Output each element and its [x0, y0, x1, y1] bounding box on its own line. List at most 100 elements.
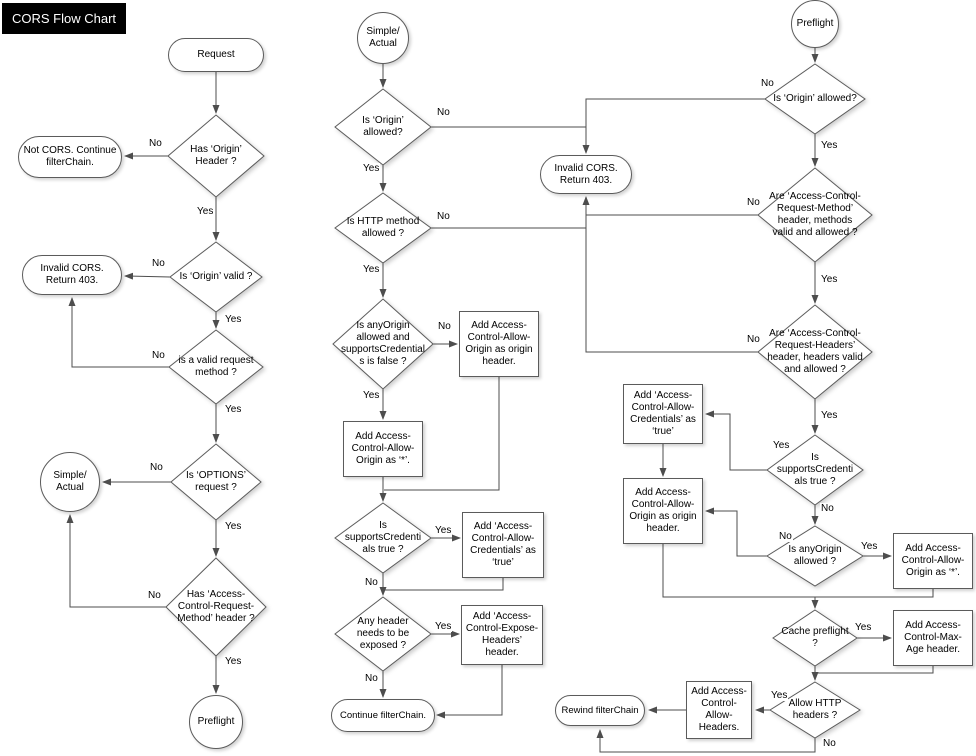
flow-connector [66, 514, 166, 608]
diamond-shape [758, 168, 872, 262]
node-label: Are ‘Access-Control-Request-Method’ head… [769, 191, 861, 238]
decision-origin-allowed-right: Is ‘Origin’ allowed? [765, 64, 865, 134]
decision-acrm-valid-allowed: Are ‘Access-Control-Request-Method’ head… [758, 168, 872, 262]
decision-origin-valid: Is ‘Origin’ valid ? [170, 242, 262, 312]
flow-connector [815, 589, 934, 598]
flow-connector [68, 297, 169, 368]
edge-label-no: No [364, 673, 379, 684]
node-label: Has ‘Access-Control-Request-Method’ head… [177, 589, 255, 624]
diamond-shape [773, 610, 857, 666]
edge-label-no: No [436, 107, 451, 118]
node-label: Any header needs to be exposed ? [356, 616, 410, 651]
edge-label-no: No [820, 503, 835, 514]
flow-connector [705, 410, 767, 471]
diamond-shape [168, 115, 264, 197]
flow-connector [384, 377, 500, 491]
edge-label-yes: Yes [854, 622, 873, 633]
decision-options-request: Is ‘OPTIONS’ request ? [171, 444, 261, 520]
edge-label-no: No [147, 590, 162, 601]
node-label: Add Access-Control-Allow-Origin as ‘*’. [901, 543, 965, 578]
process-add-expose-headers: Add ‘Access-Control-Expose-Headers’ head… [461, 605, 543, 665]
diamond-shape [335, 193, 431, 263]
edge-label-yes: Yes [196, 206, 215, 217]
decision-valid-request-method: is a valid request method ? [169, 330, 263, 404]
node-label: Simple/ Actual [53, 470, 87, 493]
edge-label-no: No [148, 138, 163, 149]
node-label: Add Access-Control-Allow-Origin as origi… [629, 487, 697, 534]
edge-label-yes: Yes [224, 521, 243, 532]
node-label: Add Access-Control-Allow-Origin as origi… [465, 320, 533, 367]
node-label: Is ‘OPTIONS’ request ? [185, 470, 246, 493]
edge-label-yes: Yes [362, 390, 381, 401]
node-label: Continue filterChain. [339, 709, 427, 721]
edge-label-no: No [746, 197, 761, 208]
diamond-shape [758, 305, 872, 399]
terminator-invalid-cors-mid: Invalid CORS. Return 403. [540, 155, 632, 194]
edge-label-yes: Yes [820, 140, 839, 151]
process-add-credentials-true-mid: Add ‘Access-Control-Allow-Credentials’ a… [462, 512, 544, 578]
node-label: Invalid CORS. Return 403. [40, 263, 104, 286]
edge-label-no: No [149, 462, 164, 473]
diamond-shape [333, 299, 433, 389]
edge-label-yes: Yes [224, 314, 243, 325]
flow-connector [124, 272, 171, 280]
diamond-shape [335, 503, 431, 573]
edge-label-no: No [436, 211, 451, 222]
node-label: Preflight [796, 18, 834, 30]
flow-connector [705, 507, 767, 557]
connector-preflight-right: Preflight [791, 0, 839, 48]
decision-supports-credentials-right: Is supportsCredentials true ? [767, 435, 863, 505]
edge-label-yes: Yes [362, 264, 381, 275]
node-label: Add Access-Control-Allow-Headers. [691, 686, 747, 733]
node-label: Preflight [197, 716, 235, 728]
diamond-shape [169, 330, 263, 404]
connector-simple-actual-mid: Simple/ Actual [357, 12, 409, 64]
decision-acrh-valid-allowed: Are ‘Access-Control-Request-Headers’ hea… [758, 305, 872, 399]
node-label: Is anyOrigin allowed ? [788, 544, 842, 567]
edge-label-yes: Yes [362, 163, 381, 174]
edge-label-yes: Yes [770, 690, 789, 701]
node-label: Is supportsCredentials true ? [776, 452, 854, 487]
node-label: Allow HTTP headers ? [788, 698, 842, 721]
node-label: Cache preflight ? [781, 626, 849, 649]
node-label: Add Access-Control-Allow-Origin as ‘*’. [351, 431, 415, 466]
node-label: Is supportsCredentials true ? [344, 520, 422, 555]
node-label: Invalid CORS. Return 403. [554, 162, 618, 186]
edge-label-yes: Yes [820, 274, 839, 285]
process-add-star-right: Add Access-Control-Allow-Origin as ‘*’. [893, 533, 973, 589]
connector-simple-actual-left: Simple/ Actual [40, 452, 100, 512]
node-label: Is ‘Origin’ allowed? [773, 93, 857, 105]
terminator-request: Request [168, 38, 264, 72]
terminator-rewind-filterchain: Rewind filterChain [555, 695, 645, 726]
edge-label-no: No [760, 78, 775, 89]
process-add-allow-headers: Add Access-Control-Allow-Headers. [686, 681, 752, 739]
edge-label-yes: Yes [860, 541, 879, 552]
chart-title: CORS Flow Chart [2, 3, 127, 34]
diamond-shape [765, 64, 865, 134]
decision-http-method-allowed: Is HTTP method allowed ? [335, 193, 431, 263]
diamond-shape [170, 242, 262, 312]
flow-connector [384, 578, 504, 591]
node-label: Request [197, 49, 235, 61]
edge-label-yes: Yes [434, 525, 453, 536]
decision-anyorigin-supports-false: Is anyOrigin allowed and supportsCredent… [333, 299, 433, 389]
diamond-shape [171, 444, 261, 520]
process-add-origin-header-right: Add Access-Control-Allow-Origin as origi… [623, 478, 703, 544]
node-label: Not CORS. Continue filterChain. [23, 145, 117, 168]
node-label: Add Access-Control-Max-Age header. [904, 620, 962, 655]
decision-has-acrm-header: Has ‘Access-Control-Request-Method’ head… [166, 558, 266, 656]
node-label: Is ‘Origin’ valid ? [179, 271, 253, 283]
flow-connector [815, 666, 934, 674]
edge-label-no: No [437, 321, 452, 332]
diamond-shape [335, 89, 431, 165]
node-label: is a valid request method ? [178, 355, 254, 378]
diamond-shape [335, 597, 431, 671]
edge-label-yes: Yes [772, 440, 791, 451]
edge-label-yes: Yes [224, 656, 243, 667]
diamond-shape [166, 558, 266, 656]
node-label: Are ‘Access-Control-Request-Headers’ hea… [767, 328, 863, 375]
edge-label-no: No [746, 334, 761, 345]
edge-label-no: No [778, 531, 793, 542]
process-add-star-mid: Add Access-Control-Allow-Origin as ‘*’. [343, 421, 423, 477]
decision-has-origin-header: Has ‘Origin’ Header ? [168, 115, 264, 197]
